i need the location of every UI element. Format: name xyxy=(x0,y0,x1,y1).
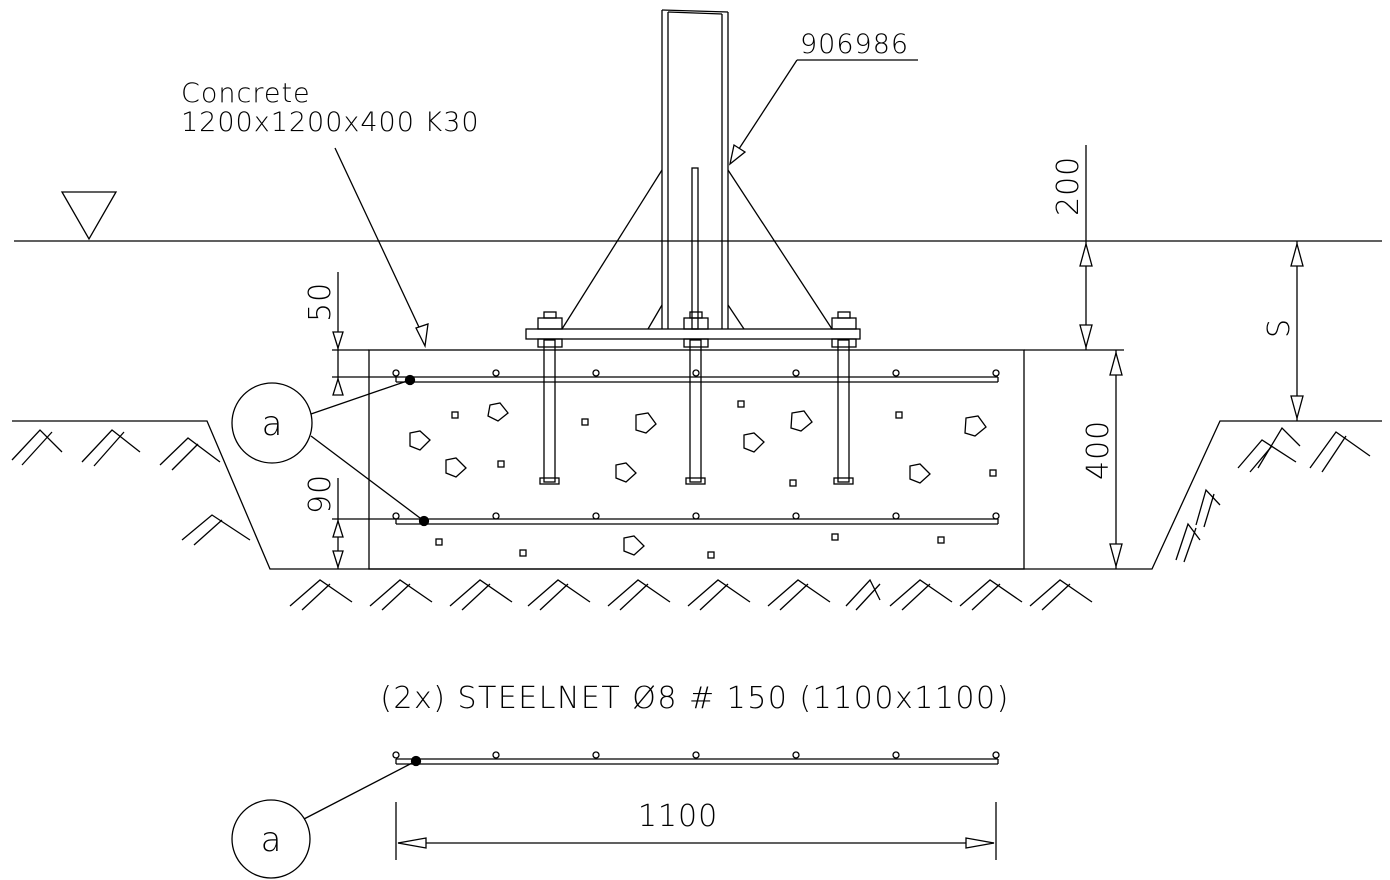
bottom-steel-net xyxy=(392,512,1000,527)
top-steel-net xyxy=(392,369,1000,386)
detail-callout-bubble xyxy=(231,760,417,879)
column-gussets xyxy=(561,169,833,330)
soil-hatching xyxy=(11,426,1371,611)
ground-level-triangle-icon xyxy=(60,191,118,241)
part-number-leader xyxy=(728,59,918,166)
base-plate xyxy=(525,328,861,340)
dimension-200 xyxy=(1024,145,1124,351)
section-callout-bubble xyxy=(231,379,425,522)
detail-callout-label: a xyxy=(261,820,282,860)
dimension-s xyxy=(1290,241,1304,421)
detail-steel-net xyxy=(392,751,1000,767)
dimension-90-label: 90 xyxy=(303,474,338,514)
concrete-spec-label: 1200x1200x400 K30 xyxy=(181,107,480,138)
dimension-90 xyxy=(332,478,396,570)
dimension-200-label: 200 xyxy=(1051,156,1086,216)
dimension-50-label: 50 xyxy=(303,282,338,322)
concrete-label: Concrete xyxy=(181,78,311,109)
steelnet-caption: (2x) STEELNET Ø8 # 150 (1100x1100) xyxy=(380,681,1010,716)
concrete-footing xyxy=(368,349,1025,570)
anchor-bolts xyxy=(539,339,854,485)
section-callout-label: a xyxy=(262,404,283,444)
dimension-50 xyxy=(332,272,396,396)
dimension-s-label: S xyxy=(1262,318,1297,338)
excavation-outline xyxy=(12,420,1382,570)
concrete-leader xyxy=(334,147,429,349)
anchor-nuts xyxy=(537,311,857,348)
dimension-1100 xyxy=(395,802,997,860)
dimension-1100-label: 1100 xyxy=(638,799,718,834)
part-number-label: 906986 xyxy=(800,29,909,60)
dimension-400 xyxy=(1109,350,1123,569)
dimension-400-label: 400 xyxy=(1081,420,1116,480)
steel-column xyxy=(661,9,729,330)
concrete-aggregate-marks xyxy=(409,400,997,559)
